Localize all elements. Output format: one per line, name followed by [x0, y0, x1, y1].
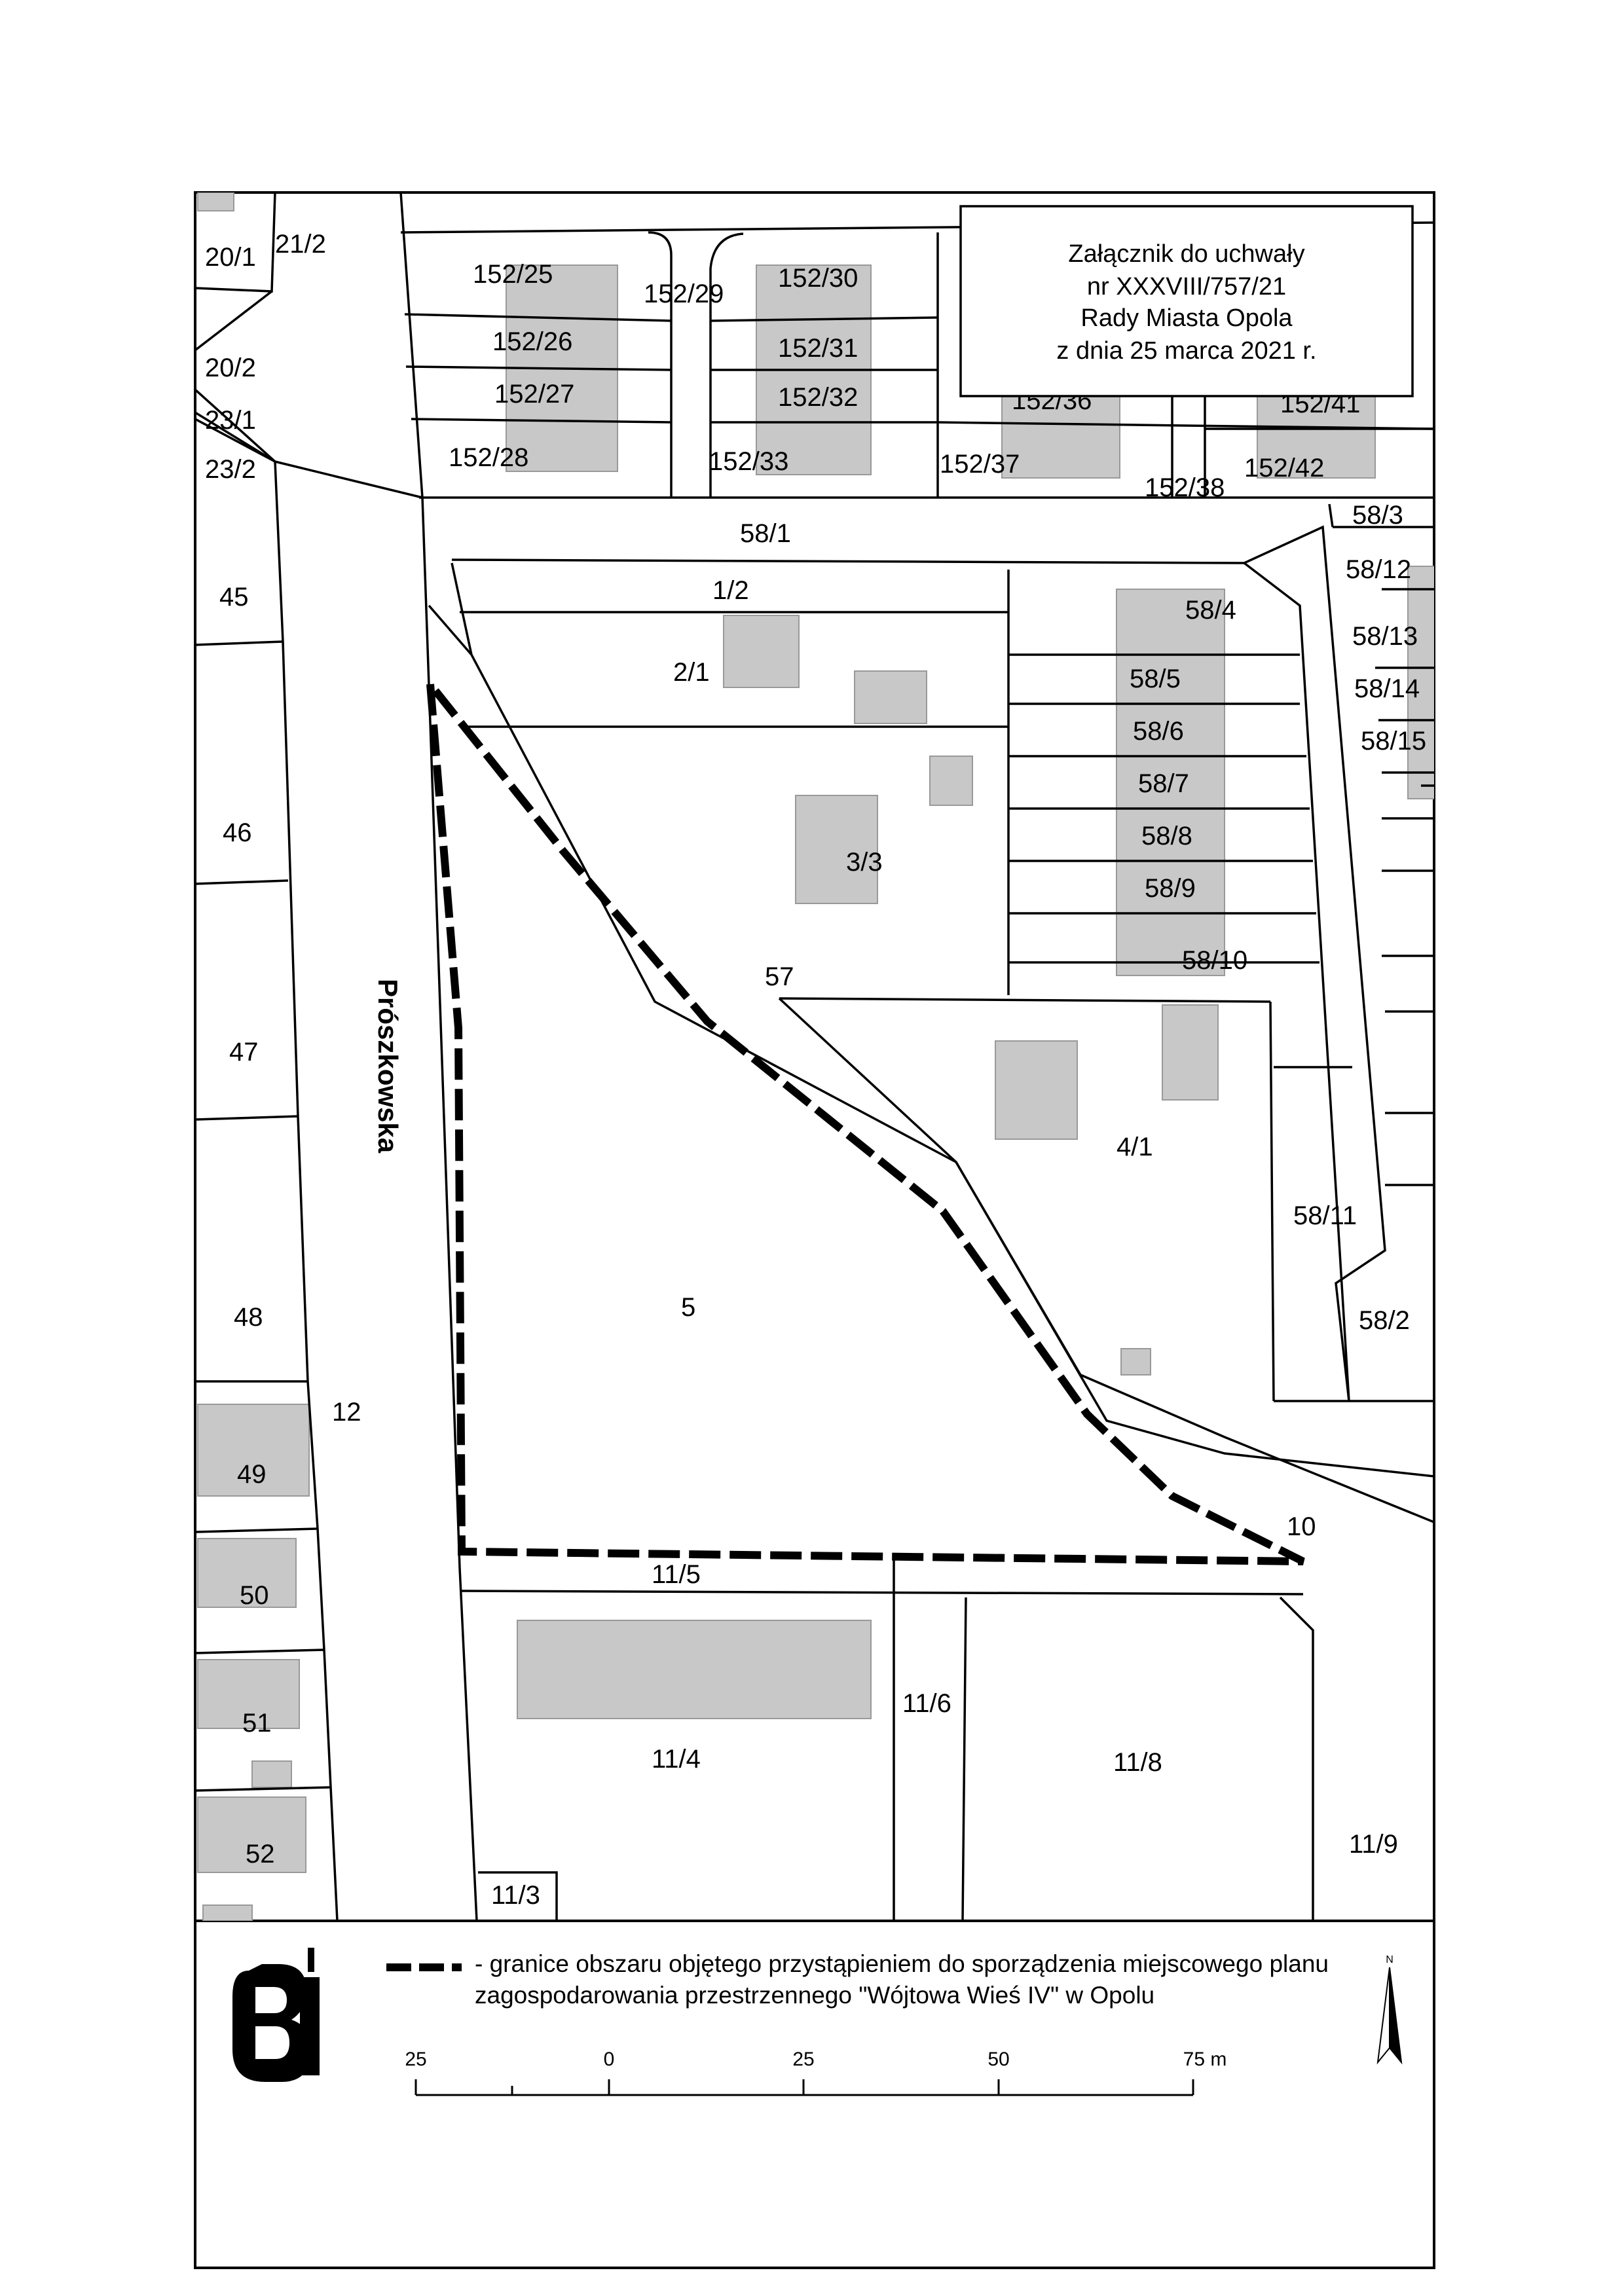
building	[517, 1620, 872, 1719]
parcel-46: 46	[223, 818, 252, 847]
building	[197, 1796, 306, 1873]
legend-line-2: zagospodarowania przestrzennego "Wójtowa…	[475, 1982, 1154, 2009]
parcel-58-5: 58/5	[1130, 665, 1181, 693]
parcel-1-2: 1/2	[712, 576, 749, 605]
parcel-20-1: 20/1	[205, 243, 256, 272]
map-content	[195, 192, 1434, 1921]
building	[202, 1904, 253, 1921]
parcel-11-4: 11/4	[652, 1745, 701, 1774]
parcel-152-33: 152/33	[709, 447, 788, 476]
parcel-49: 49	[237, 1460, 267, 1489]
parcel-152-29: 152/29	[644, 280, 724, 308]
parcel-2-1: 2/1	[673, 658, 710, 687]
parcel-3-3: 3/3	[846, 848, 883, 877]
parcel-labels: 20/1 21/2 20/2 23/1 23/2 45 46 47 48 49 …	[205, 230, 1426, 1910]
scale-label-75: 75 m	[1183, 2049, 1227, 2070]
parcel-boundaries	[195, 192, 1434, 1921]
north-arrow-icon: N	[1376, 1954, 1403, 2065]
parcel-152-32: 152/32	[778, 383, 858, 412]
north-label: N	[1386, 1954, 1393, 1965]
parcel-50: 50	[240, 1581, 269, 1610]
building	[929, 756, 973, 806]
parcel-11-9: 11/9	[1349, 1830, 1398, 1859]
parcel-20-2: 20/2	[205, 354, 256, 382]
legend: - granice obszaru objętego przystąpienie…	[232, 1948, 1403, 2096]
building	[197, 1659, 300, 1729]
parcel-23-1: 23/1	[205, 406, 256, 435]
parcel-152-42: 152/42	[1244, 454, 1324, 483]
parcel-58-3: 58/3	[1352, 501, 1403, 530]
parcel-152-26: 152/26	[492, 327, 572, 356]
parcel-4-1: 4/1	[1116, 1133, 1153, 1161]
parcel-12: 12	[332, 1398, 361, 1427]
parcel-21-2: 21/2	[275, 230, 326, 259]
title-box: Załącznik do uchwały nr XXXVIII/757/21 R…	[959, 205, 1414, 397]
parcel-11-6: 11/6	[902, 1689, 951, 1718]
street-name: Prószkowska	[373, 979, 403, 1154]
parcel-152-25: 152/25	[473, 260, 553, 289]
title-line-3: Rady Miasta Opola	[1080, 304, 1293, 332]
parcel-11-3: 11/3	[491, 1881, 540, 1910]
parcel-58-13: 58/13	[1352, 622, 1418, 651]
building	[1407, 566, 1434, 799]
parcel-152-30: 152/30	[778, 264, 858, 293]
parcel-11-8: 11/8	[1113, 1748, 1162, 1777]
scale-label-50: 50	[987, 2049, 1009, 2070]
parcel-58-15: 58/15	[1361, 727, 1426, 756]
parcel-152-28: 152/28	[449, 443, 528, 472]
opole-logo-icon	[232, 1948, 320, 2082]
title-line-1: Załącznik do uchwały	[1068, 240, 1304, 268]
parcel-58-9: 58/9	[1145, 874, 1196, 903]
parcel-58-11: 58/11	[1293, 1201, 1357, 1230]
parcel-58-10: 58/10	[1182, 946, 1247, 975]
parcel-47: 47	[229, 1038, 259, 1066]
parcel-58-4: 58/4	[1185, 596, 1236, 625]
scale-label-0: 0	[604, 2049, 615, 2070]
building	[723, 615, 800, 688]
scale-bar: 25 0 25 50 75 m	[405, 2049, 1227, 2096]
parcel-58-12: 58/12	[1346, 555, 1411, 584]
building	[995, 1040, 1078, 1140]
scale-label-left-25: 25	[405, 2049, 426, 2070]
parcel-152-27: 152/27	[494, 380, 574, 409]
parcel-10: 10	[1287, 1512, 1316, 1541]
parcel-58-14: 58/14	[1354, 674, 1420, 703]
parcel-58-8: 58/8	[1141, 822, 1192, 850]
parcel-52: 52	[246, 1840, 275, 1868]
parcel-5: 5	[681, 1293, 695, 1322]
parcel-58-7: 58/7	[1138, 769, 1189, 798]
building	[1162, 1004, 1219, 1101]
parcel-58-6: 58/6	[1133, 717, 1184, 746]
buildings	[197, 192, 1434, 1921]
parcel-51: 51	[242, 1709, 272, 1738]
parcel-58-2: 58/2	[1359, 1306, 1410, 1335]
parcel-152-37: 152/37	[940, 450, 1020, 479]
building	[854, 670, 927, 724]
building	[251, 1760, 292, 1788]
parcel-152-38: 152/38	[1145, 473, 1225, 502]
parcel-152-31: 152/31	[778, 334, 858, 363]
title-line-4: z dnia 25 marca 2021 r.	[1056, 337, 1316, 365]
scale-label-25: 25	[792, 2049, 814, 2070]
legend-line-1: - granice obszaru objętego przystąpienie…	[475, 1950, 1329, 1977]
building	[197, 192, 234, 211]
parcel-23-2: 23/2	[205, 455, 256, 484]
building	[197, 1404, 310, 1497]
parcel-48: 48	[234, 1303, 263, 1332]
title-line-2: nr XXXVIII/757/21	[1087, 273, 1286, 301]
building	[197, 1538, 297, 1608]
building	[795, 795, 878, 904]
building	[1120, 1348, 1151, 1376]
parcel-11-5: 11/5	[652, 1560, 701, 1589]
parcel-45: 45	[219, 583, 249, 611]
plan-area-boundary	[426, 682, 1305, 1565]
parcel-57: 57	[765, 962, 794, 991]
parcel-58-1: 58/1	[740, 519, 791, 548]
